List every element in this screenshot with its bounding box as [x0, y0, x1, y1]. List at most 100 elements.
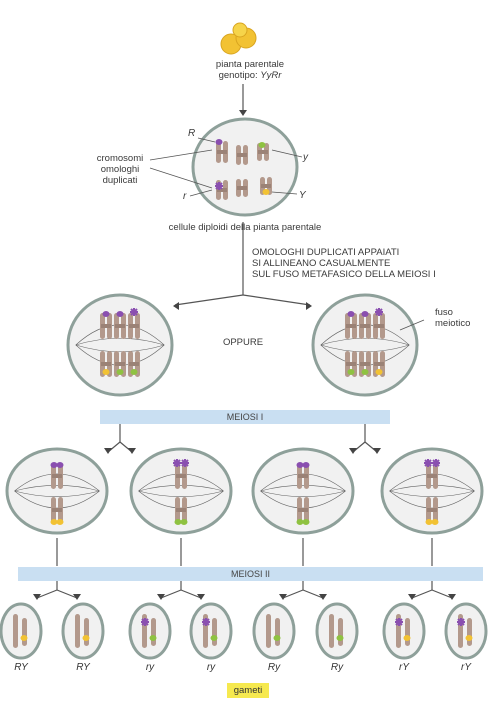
centromere: [427, 474, 437, 478]
parent-genotype-line: genotipo: YyRr: [190, 70, 310, 81]
allele-r-marker: [215, 182, 223, 190]
spindle-fiber: [260, 490, 346, 509]
gamete-cell: [444, 602, 488, 660]
allele-label-R: R: [188, 128, 196, 139]
allele-marker: [116, 369, 124, 375]
allele-marker: [296, 462, 304, 468]
gamete-label-2: RY: [76, 662, 90, 673]
centromere: [427, 508, 437, 512]
centromere: [176, 474, 186, 478]
gamete-allele-marker: [465, 635, 473, 641]
gamete-chromosome: [329, 614, 334, 648]
spindle-fiber: [138, 490, 224, 509]
pointer-R: [197, 137, 216, 143]
centromere: [237, 153, 247, 157]
meiosis1-cell: [251, 447, 355, 535]
meiosis2-fork: [302, 589, 324, 599]
arrow-head: [408, 594, 416, 600]
pointer-y: [271, 149, 303, 158]
metaphase-cell: [311, 293, 419, 397]
allele-label-y: y: [303, 152, 308, 163]
spindle-fiber: [320, 344, 410, 353]
gamete-label-5: Ry: [267, 662, 281, 673]
allele-marker: [375, 369, 383, 375]
allele-marker: [375, 308, 383, 316]
allele-marker: [180, 519, 188, 525]
meiosis1-cell: [5, 447, 109, 535]
gamete-chromosome: [338, 618, 343, 646]
allele-marker: [50, 519, 58, 525]
meiosis2-fork: [180, 589, 202, 599]
gamete-cell: [252, 602, 296, 660]
arrow-right: [242, 294, 311, 306]
spindle-fiber: [320, 337, 410, 346]
allele-marker: [347, 369, 355, 375]
spindle-fiber: [260, 490, 346, 497]
arrow-head: [197, 594, 205, 600]
meiosis2-fork: [411, 589, 433, 599]
allele-marker: [116, 311, 124, 317]
gamete-label-6: Ry: [330, 662, 344, 673]
meiosis1-cell: [129, 447, 233, 535]
gamete-cell: [61, 602, 105, 660]
allele-marker: [130, 308, 138, 316]
allele-marker: [361, 369, 369, 375]
allele-y-marker: [258, 142, 266, 148]
allele-marker: [361, 311, 369, 317]
allele-marker: [173, 459, 181, 467]
gamete-allele-marker: [141, 618, 149, 626]
arrow-head: [33, 594, 41, 600]
metaphase-cell: [66, 293, 174, 397]
centromere: [258, 150, 268, 154]
parent-plant-label: pianta parentale genotipo: YyRr: [190, 59, 310, 81]
allele-marker: [432, 459, 440, 467]
arrow-left: [174, 294, 244, 306]
allele-marker: [431, 519, 439, 525]
centromere: [115, 324, 125, 328]
spindle-line2: meiotico: [435, 318, 471, 329]
spindle-fiber: [260, 485, 346, 492]
allele-marker: [302, 519, 310, 525]
allele-R-marker: [215, 139, 223, 145]
allele-marker: [50, 462, 58, 468]
spindle-fiber: [138, 485, 224, 492]
gamete-chromosome: [84, 618, 89, 646]
centromere: [374, 362, 384, 366]
gamete-chromosome: [212, 618, 217, 646]
arrow-head: [128, 448, 136, 454]
spindle-fiber: [389, 490, 475, 509]
spindle-fiber: [389, 485, 475, 492]
allele-Y-marker: [262, 189, 270, 195]
spindle-label: fuso meiotico: [435, 307, 470, 329]
centromere: [346, 324, 356, 328]
spindle-fiber: [14, 485, 100, 492]
centromere: [52, 508, 62, 512]
gamete-chromosome: [151, 618, 156, 646]
centromere: [217, 188, 227, 192]
genotype-value: YyRr: [260, 70, 282, 81]
centromere: [298, 474, 308, 478]
gamete-allele-marker: [210, 635, 218, 641]
gamete-cell: [189, 602, 233, 660]
centromere: [261, 184, 271, 188]
arrow-head: [73, 594, 81, 600]
pointer-r: [189, 189, 213, 197]
parent-plant-title: pianta parentale: [215, 59, 285, 70]
arrow-head: [306, 302, 312, 310]
gamete-label-8: rY: [461, 662, 471, 673]
pointer-spindle: [399, 319, 425, 331]
gamete-allele-marker: [20, 635, 28, 641]
meiosis2-fork: [56, 589, 78, 599]
step-line1: OMOLOGHI DUPLICATI APPAIATI: [252, 247, 400, 258]
gamete-chromosome: [467, 618, 472, 646]
homologs-line3: duplicati: [102, 175, 138, 186]
gamete-label-7: rY: [399, 662, 409, 673]
centromere: [129, 362, 139, 366]
arrow-head: [239, 110, 247, 116]
centromere: [52, 474, 62, 478]
allele-marker: [181, 459, 189, 467]
gamete-chromosome: [266, 614, 271, 648]
gamete-cell: [382, 602, 426, 660]
gamete-cell: [0, 602, 43, 660]
